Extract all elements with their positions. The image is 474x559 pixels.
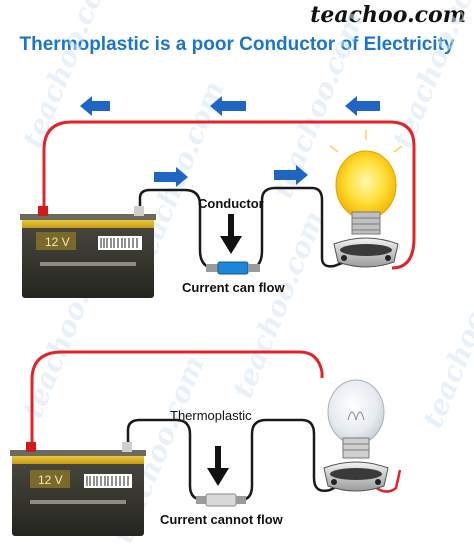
brand-logo: teachoo.com xyxy=(310,2,466,28)
bulb-on-icon xyxy=(329,130,403,268)
battery: 12 V xyxy=(10,442,146,536)
circuit-thermoplastic: 12 V Thermoplastic Current cannot flo xyxy=(10,350,402,536)
current-arrows-top xyxy=(80,96,380,116)
battery-voltage: 12 V xyxy=(45,235,70,249)
status-label: Current can flow xyxy=(182,280,285,295)
battery: 12 V xyxy=(20,206,156,298)
arrow-left-icon xyxy=(345,96,380,116)
material-label: Conductor xyxy=(198,196,264,211)
black-wire-right xyxy=(236,418,339,502)
black-wire xyxy=(126,418,206,502)
circuit-conductor: 12 V Conductor Current can flow xyxy=(20,96,416,298)
red-wire xyxy=(30,350,324,446)
arrow-left-icon xyxy=(80,96,110,116)
svg-text:teachoo.com: teachoo.com xyxy=(416,236,474,432)
svg-text:teachoo.com: teachoo.com xyxy=(226,206,331,402)
down-arrow-icon xyxy=(220,214,242,254)
page-title: Thermoplastic is a poor Conductor of Ele… xyxy=(19,34,455,55)
arrow-right-icon xyxy=(154,167,188,187)
status-label: Current cannot flow xyxy=(160,512,284,527)
positive-terminal xyxy=(26,442,36,452)
thermoplastic-rod xyxy=(196,493,246,507)
material-label: Thermoplastic xyxy=(170,408,252,423)
bulb-off-icon xyxy=(323,379,389,492)
svg-text:teachoo.com: teachoo.com xyxy=(386,0,474,153)
conductor-rod xyxy=(206,261,260,275)
negative-terminal xyxy=(134,206,144,216)
black-wire xyxy=(138,188,218,270)
arrow-left-icon xyxy=(210,96,246,116)
battery-voltage: 12 V xyxy=(38,473,63,487)
barcode xyxy=(98,236,142,250)
current-arrows-mid xyxy=(154,165,308,187)
red-wire xyxy=(42,120,416,270)
black-wire-right xyxy=(248,186,346,270)
arrow-right-icon xyxy=(274,165,308,185)
down-arrow-icon xyxy=(207,446,229,486)
negative-terminal xyxy=(122,442,132,452)
svg-text:teachoo.com: teachoo.com xyxy=(16,0,121,153)
positive-terminal xyxy=(38,206,48,216)
